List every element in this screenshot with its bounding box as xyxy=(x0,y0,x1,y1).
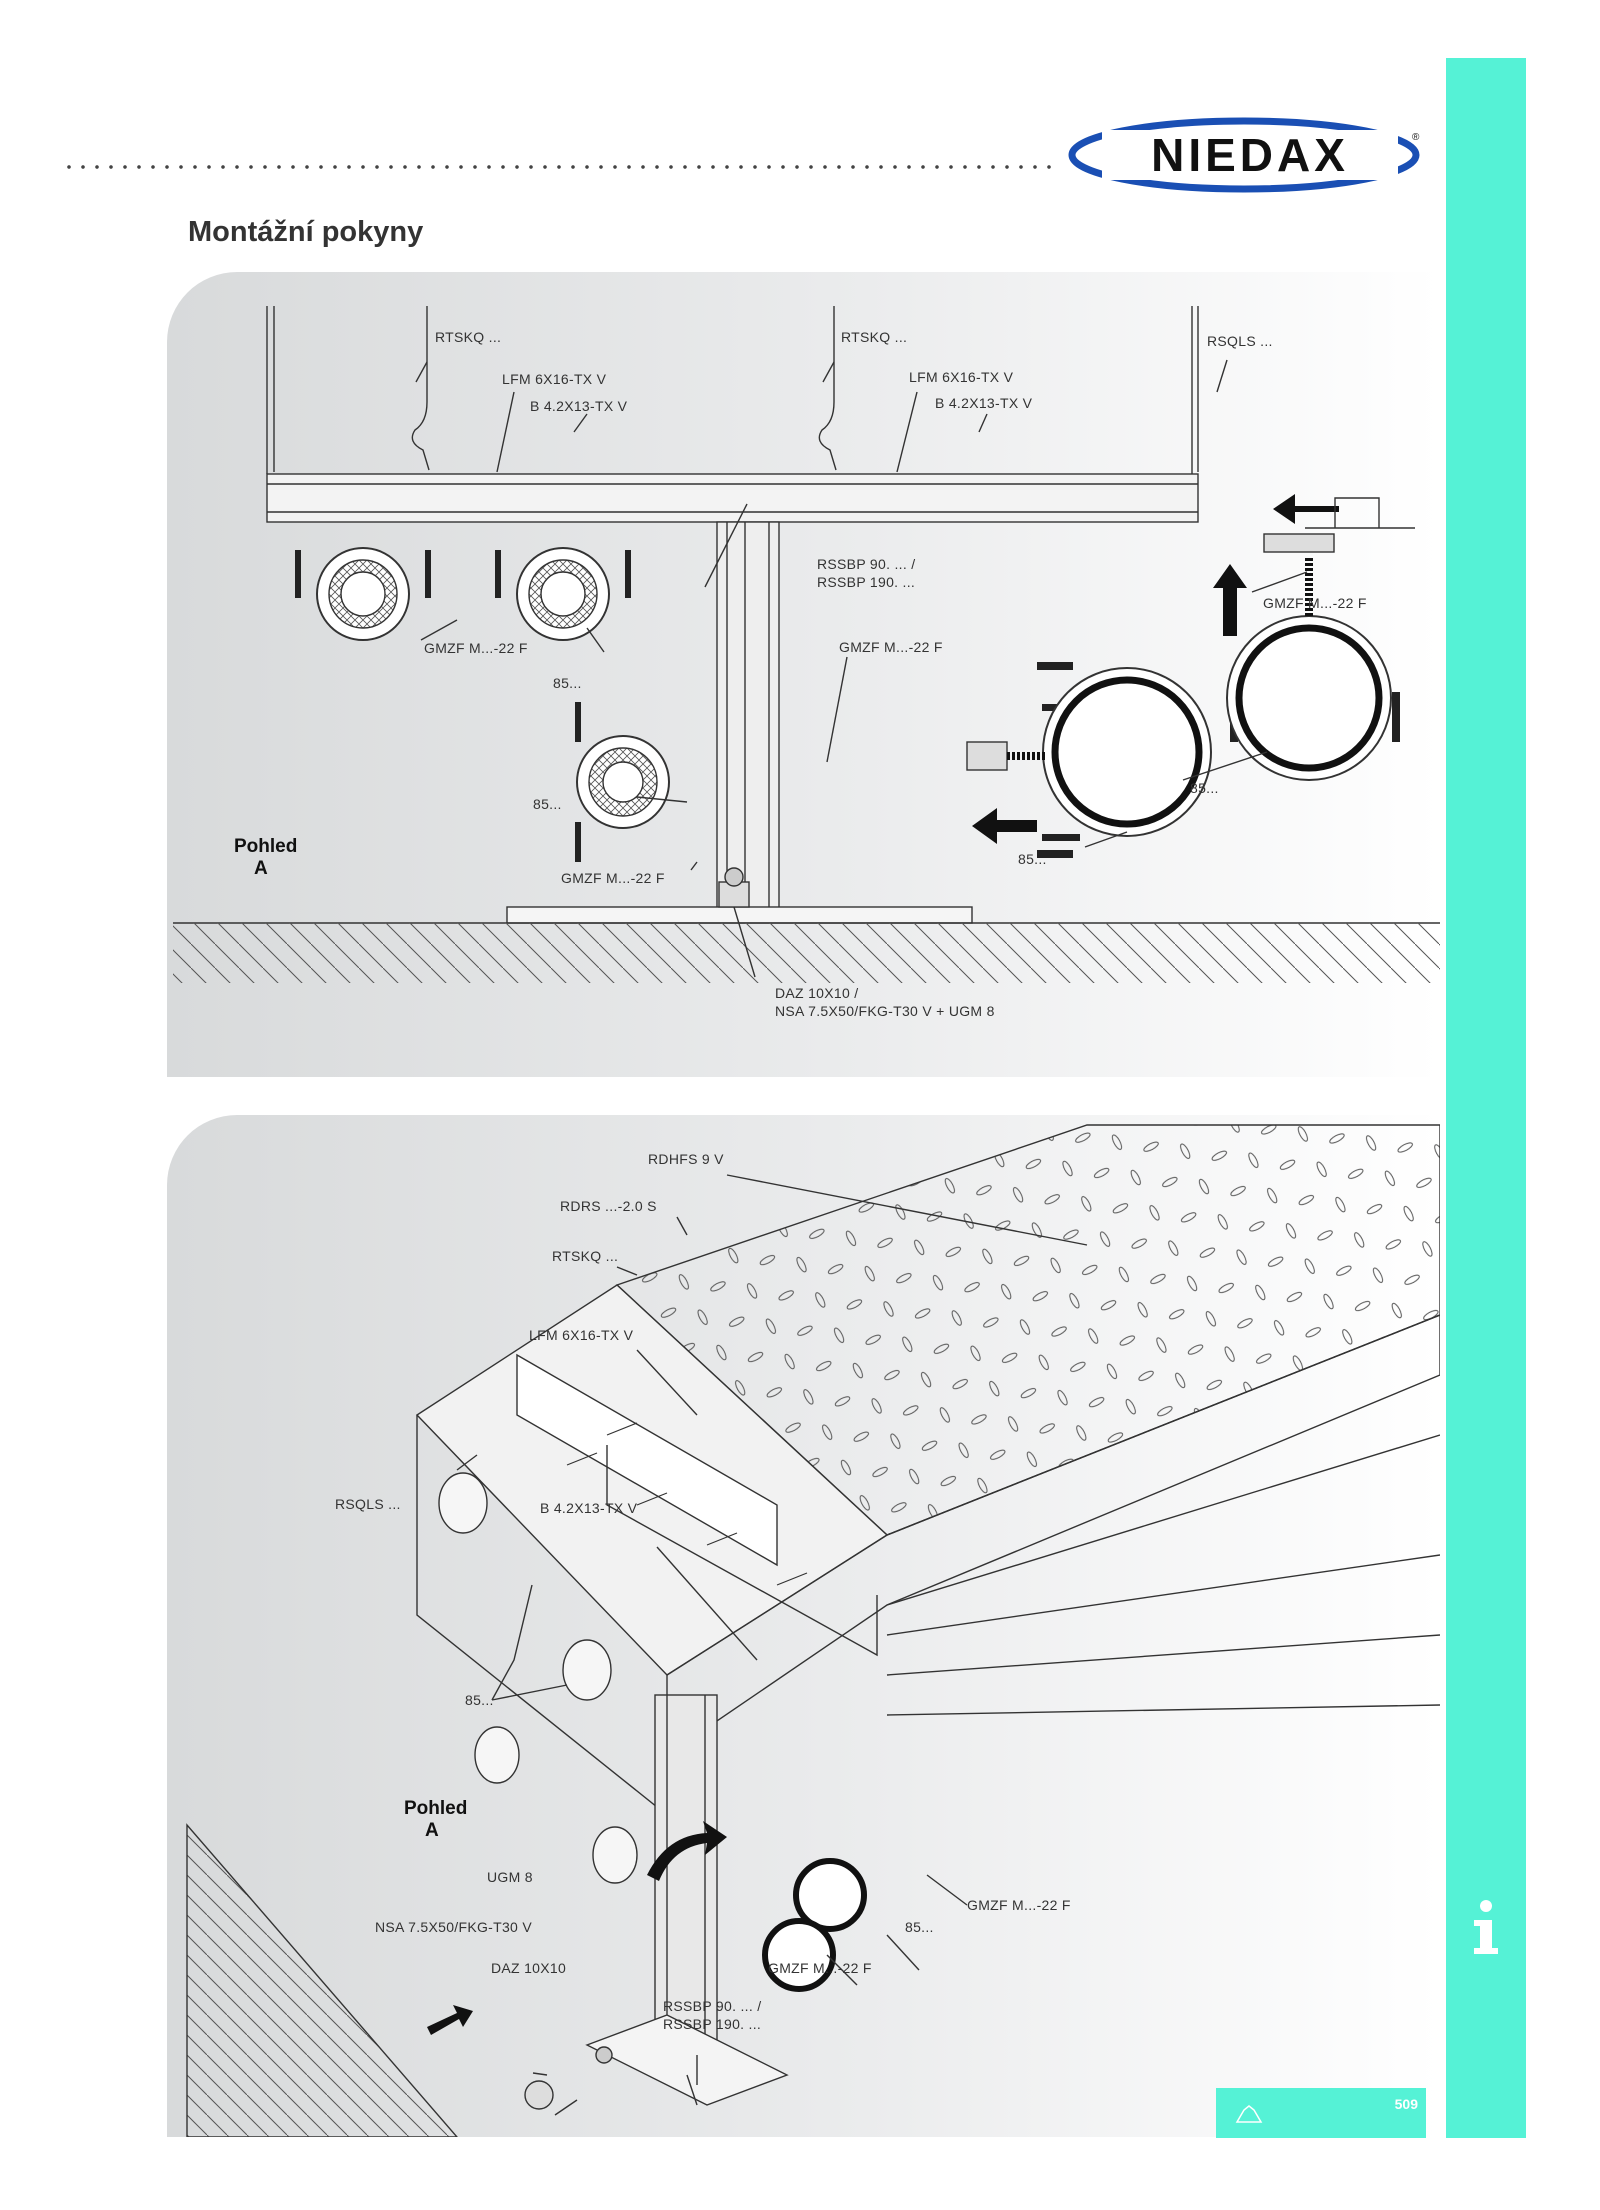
label-b42: B 4.2X13-TX V xyxy=(935,395,1033,411)
section-diagram-panel: RTSKQ ... RTSKQ ... RSQLS ... LFM 6X16-T… xyxy=(167,272,1440,1077)
view-a-label: A xyxy=(254,858,268,879)
svg-text:NIEDAX: NIEDAX xyxy=(1151,129,1349,181)
label-gmzf: GMZF M...-22 F xyxy=(839,639,943,655)
view-a-label: A xyxy=(425,1820,439,1841)
label-daz: NSA 7.5X50/FKG-T30 V + UGM 8 xyxy=(775,1003,995,1019)
label-rtskq: RTSKQ ... xyxy=(552,1248,618,1264)
niedax-logo: NIEDAX ® xyxy=(1068,117,1420,193)
label-gmzf: GMZF M...-22 F xyxy=(768,1960,872,1976)
label-gmzf: GMZF M...-22 F xyxy=(1263,595,1367,611)
label-lfm: LFM 6X16-TX V xyxy=(529,1327,634,1343)
label-daz: DAZ 10X10 / xyxy=(775,985,858,1001)
label-rdhfs: RDHFS 9 V xyxy=(648,1151,724,1167)
label-85: 85... xyxy=(1018,851,1047,867)
page-title: Montážní pokyny xyxy=(188,216,424,248)
svg-text:®: ® xyxy=(1412,132,1420,143)
outline-shape-icon xyxy=(1235,2105,1263,2123)
label-gmzf: GMZF M...-22 F xyxy=(967,1897,1071,1913)
label-rssbp: RSSBP 190. ... xyxy=(817,574,915,590)
label-85: 85... xyxy=(553,675,582,691)
section-diagram: RTSKQ ... RTSKQ ... RSQLS ... LFM 6X16-T… xyxy=(173,306,1440,1019)
label-85: 85... xyxy=(1190,780,1219,796)
label-daz: DAZ 10X10 xyxy=(491,1960,566,1976)
label-ugm: UGM 8 xyxy=(487,1869,533,1885)
label-85: 85... xyxy=(465,1692,494,1708)
view-a-label: Pohled xyxy=(404,1798,467,1819)
label-rdrs: RDRS ...-2.0 S xyxy=(560,1198,657,1214)
label-b42: B 4.2X13-TX V xyxy=(530,398,628,414)
label-lfm: LFM 6X16-TX V xyxy=(909,369,1014,385)
label-rsqls: RSQLS ... xyxy=(1207,333,1273,349)
label-gmzf: GMZF M...-22 F xyxy=(561,870,665,886)
label-85: 85... xyxy=(533,796,562,812)
label-b42: B 4.2X13-TX V xyxy=(540,1500,638,1516)
view-a-label: Pohled xyxy=(234,836,297,857)
isometric-diagram: RDHFS 9 V RDRS ...-2.0 S RTSKQ ... LFM 6… xyxy=(186,1124,1440,2137)
info-icon xyxy=(1474,1900,1498,1954)
isometric-diagram-panel: RDHFS 9 V RDRS ...-2.0 S RTSKQ ... LFM 6… xyxy=(167,1115,1440,2137)
label-rssbp: RSSBP 90. ... / xyxy=(817,556,915,572)
label-rtskq: RTSKQ ... xyxy=(841,329,907,345)
label-rtskq: RTSKQ ... xyxy=(435,329,501,345)
label-rsqls: RSQLS ... xyxy=(335,1496,401,1512)
page-number: 509 xyxy=(1394,2096,1418,2112)
label-rssbp: RSSBP 90. ... / xyxy=(663,1998,761,2014)
label-rssbp: RSSBP 190. ... xyxy=(663,2016,761,2032)
sidebar-strip xyxy=(1446,58,1526,2138)
label-nsa: NSA 7.5X50/FKG-T30 V xyxy=(375,1919,532,1935)
label-lfm: LFM 6X16-TX V xyxy=(502,371,607,387)
label-85: 85... xyxy=(905,1919,934,1935)
page-number-tab: 509 xyxy=(1216,2088,1426,2138)
label-gmzf: GMZF M...-22 F xyxy=(424,640,528,656)
dotted-rule xyxy=(62,162,1052,172)
